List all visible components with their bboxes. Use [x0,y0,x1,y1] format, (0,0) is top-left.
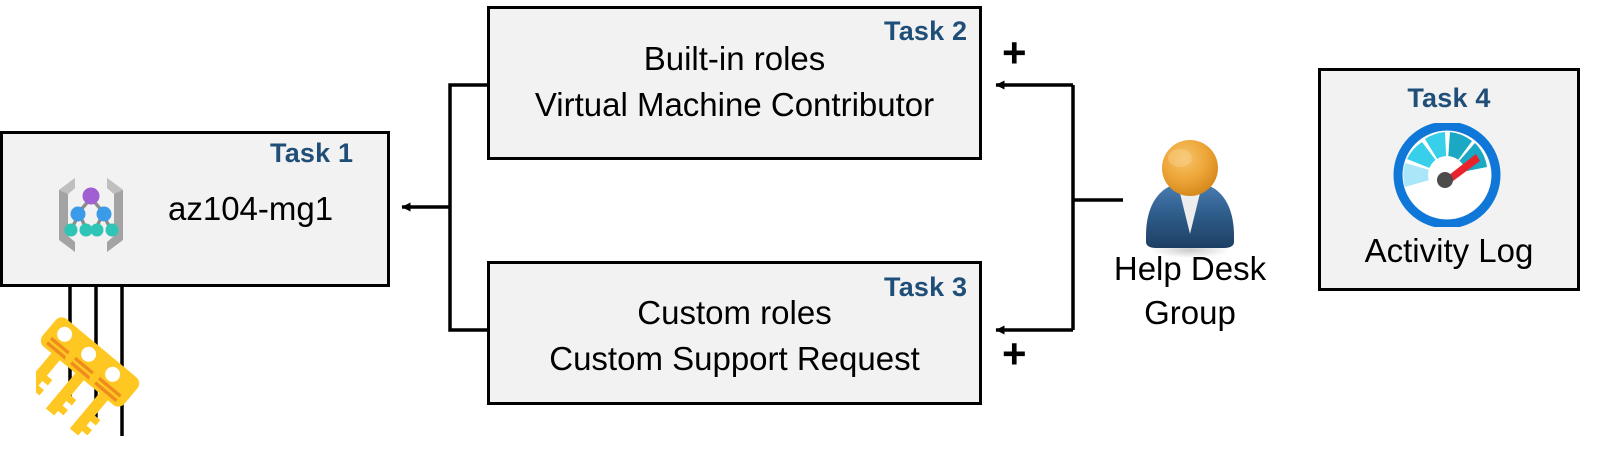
keys-icon [21,312,156,449]
task-4-text: Activity Log [1364,232,1534,269]
task-2-box[interactable] [487,6,982,160]
activity-log-gauge-icon [1388,121,1506,229]
user-group-icon [1126,138,1254,260]
task-1-label: Task 1 [270,138,354,168]
task-2-line1: Built-in roles [643,40,826,77]
bracket-to-task1 [401,83,487,332]
task-4-label: Task 4 [1407,83,1491,113]
management-group-icon [45,168,137,260]
task-3-line2: Custom Support Request [549,340,920,377]
helpdesk-caption-line2: Group [1144,294,1236,331]
helpdesk-caption-line1: Help Desk [1113,250,1267,287]
plus-operator-top: + [1002,29,1027,76]
task-1-box[interactable] [0,131,390,287]
task-3-label: Task 3 [884,272,968,302]
task-2-label: Task 2 [884,16,968,46]
task-3-line1: Custom roles [637,294,832,331]
task-3-box[interactable] [487,261,982,405]
plus-operator-bottom: + [1002,330,1027,377]
task-1-text: az104-mg1 [168,190,334,227]
task-2-line2: Virtual Machine Contributor [534,86,935,123]
